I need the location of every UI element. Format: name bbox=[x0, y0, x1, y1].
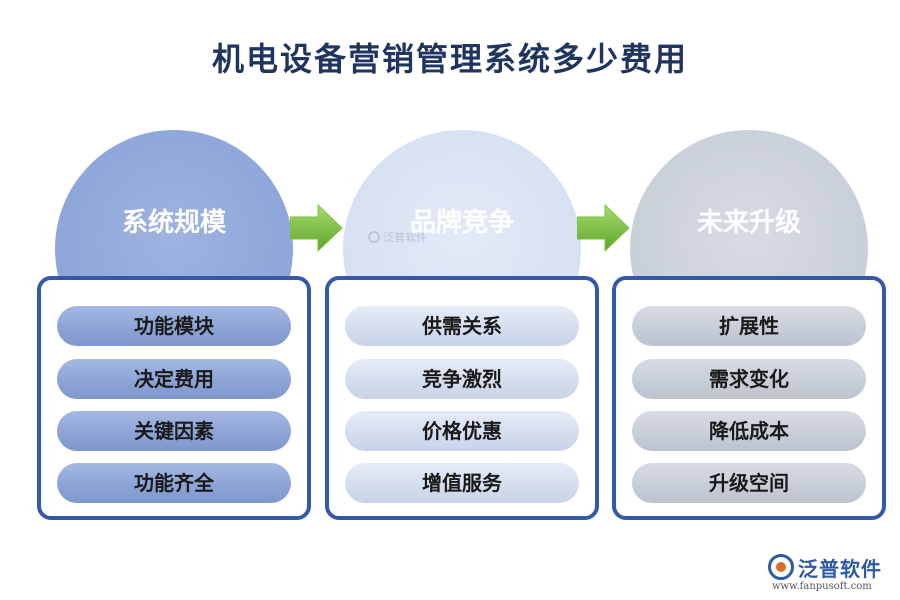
heading-label: 未来升级 bbox=[696, 208, 801, 238]
item-pill: 降低成本 bbox=[632, 411, 866, 451]
items-box: 扩展性 需求变化 降低成本 升级空间 bbox=[612, 276, 886, 520]
item-pill: 价格优惠 bbox=[345, 411, 579, 451]
column-system-scale: 系统规模 功能模块 决定费用 关键因素 功能齐全 bbox=[37, 130, 311, 520]
column-future-upgrade: 未来升级 扩展性 需求变化 降低成本 升级空间 bbox=[612, 130, 886, 520]
watermark-logo-icon bbox=[368, 231, 380, 243]
logo-url: www.fanpusoft.com bbox=[772, 581, 872, 592]
watermark-text: 泛普软件 bbox=[383, 231, 427, 244]
item-pill: 关键因素 bbox=[57, 411, 291, 451]
item-pill: 决定费用 bbox=[57, 359, 291, 399]
item-pill: 增值服务 bbox=[345, 463, 579, 503]
column-brand-competition: 品牌竞争 供需关系 竞争激烈 价格优惠 增值服务 bbox=[325, 130, 599, 520]
item-pill: 功能齐全 bbox=[57, 463, 291, 503]
watermark: 泛普软件 bbox=[368, 229, 427, 245]
item-pill: 需求变化 bbox=[632, 359, 866, 399]
item-pill: 扩展性 bbox=[632, 306, 866, 346]
heading-label: 系统规模 bbox=[121, 208, 226, 238]
items-box: 供需关系 竞争激烈 价格优惠 增值服务 bbox=[325, 276, 599, 520]
brand-logo: 泛普软件 www.fanpusoft.com bbox=[768, 550, 893, 594]
item-pill: 升级空间 bbox=[632, 463, 866, 503]
logo-mark-icon bbox=[768, 554, 794, 580]
item-pill: 功能模块 bbox=[57, 306, 291, 346]
right-arrow-icon bbox=[577, 203, 630, 253]
right-arrow-icon bbox=[290, 203, 343, 253]
item-pill: 竞争激烈 bbox=[345, 359, 579, 399]
heading-label: 品牌竞争 bbox=[409, 208, 514, 238]
page-title: 机电设备营销管理系统多少费用 bbox=[211, 40, 688, 78]
logo-name: 泛普软件 bbox=[798, 557, 882, 581]
items-box: 功能模块 决定费用 关键因素 功能齐全 bbox=[37, 276, 311, 520]
item-pill: 供需关系 bbox=[345, 306, 579, 346]
